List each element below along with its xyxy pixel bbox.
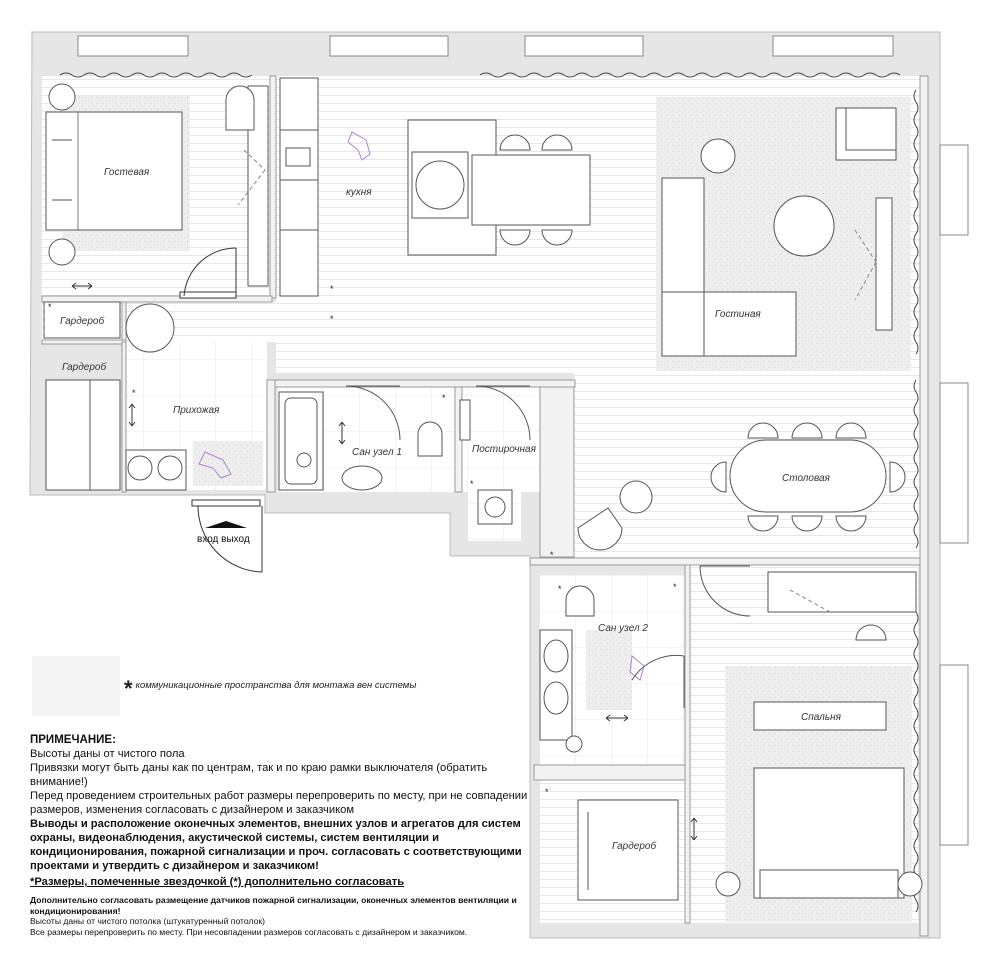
bedroom-wardrobe <box>577 799 679 901</box>
legend-star: * <box>124 676 133 701</box>
notes-tiny-bold: Дополнительно согласовать размещение дат… <box>30 895 517 916</box>
shaft-star: * <box>673 582 677 592</box>
shaft-star: * <box>48 302 52 312</box>
notes-tiny: Все размеры перепроверить по месту. При … <box>30 926 468 937</box>
shaft-star: * <box>470 479 474 489</box>
room-label-kitchen: кухня <box>346 187 372 198</box>
shaft-star: * <box>545 787 549 797</box>
notes-bold: Выводы и расположение оконечных элементо… <box>30 818 522 872</box>
entry-label: вход выход <box>197 534 250 545</box>
dining-chairs-kitchen <box>499 134 573 246</box>
bath2-fixtures <box>539 585 685 753</box>
room-label-hall: Прихожая <box>173 405 220 416</box>
room-label-laundry: Постирочная <box>472 444 537 455</box>
shaft-star: * <box>132 388 136 398</box>
notes-title: ПРИМЕЧАНИЕ: <box>30 734 116 746</box>
shaft-star: * <box>558 584 562 594</box>
shaft-star: * <box>330 284 334 294</box>
windows <box>77 35 969 846</box>
hall-furniture <box>43 301 232 491</box>
notes-tiny: Высоты даны от чистого потолка (штукатур… <box>30 916 265 926</box>
room-label-bedroom: Спальня <box>801 712 842 723</box>
interior-walls <box>41 75 929 937</box>
legend-swatch <box>32 656 120 716</box>
guest-room-furniture <box>45 83 269 287</box>
room-label-living: Гостиная <box>715 309 761 320</box>
legend: *коммуникационные пространства для монта… <box>124 676 416 702</box>
notes-line: Перед проведением строительных работ раз… <box>30 790 528 816</box>
room-label-wardrobe-bedroom: Гардероб <box>612 840 656 852</box>
dining-furniture <box>577 422 906 551</box>
curtains <box>59 72 919 913</box>
room-label-bath2: Сан узел 2 <box>598 623 648 634</box>
notes-line: Привязки могут быть даны как по центрам,… <box>30 762 488 788</box>
notes-line: Высоты даны от чистого пола <box>30 748 185 760</box>
laundry-machine <box>477 489 513 525</box>
kitchen-furniture <box>279 77 591 297</box>
room-label-bath1: Сан узел 1 <box>352 447 402 458</box>
bedroom-furniture <box>699 565 923 899</box>
room-label-wardrobe-small: Гардероб <box>60 315 104 327</box>
guest-door <box>179 247 237 299</box>
legend-text: коммуникационные пространства для монтаж… <box>135 680 417 691</box>
floors <box>42 76 921 923</box>
entry-door <box>191 499 263 573</box>
room-label-dining: Столовая <box>782 473 831 484</box>
notes-starred: *Размеры, помеченные звездочкой (*) допо… <box>30 876 405 888</box>
bath1-fixtures <box>278 385 531 491</box>
living-furniture <box>661 107 897 357</box>
shaft-star: * <box>442 393 446 403</box>
room-label-guest: Гостевая <box>104 167 150 178</box>
notes-block: ПРИМЕЧАНИЕ: Высоты даны от чистого пола … <box>30 733 530 937</box>
shaft-markers: * * * * * * * * * * <box>48 284 677 797</box>
sliding-arrows <box>71 282 698 841</box>
room-label-wardrobe-hall: Гардероб <box>62 361 106 373</box>
shaft-star: * <box>550 550 554 560</box>
shaft-star: * <box>330 314 334 324</box>
